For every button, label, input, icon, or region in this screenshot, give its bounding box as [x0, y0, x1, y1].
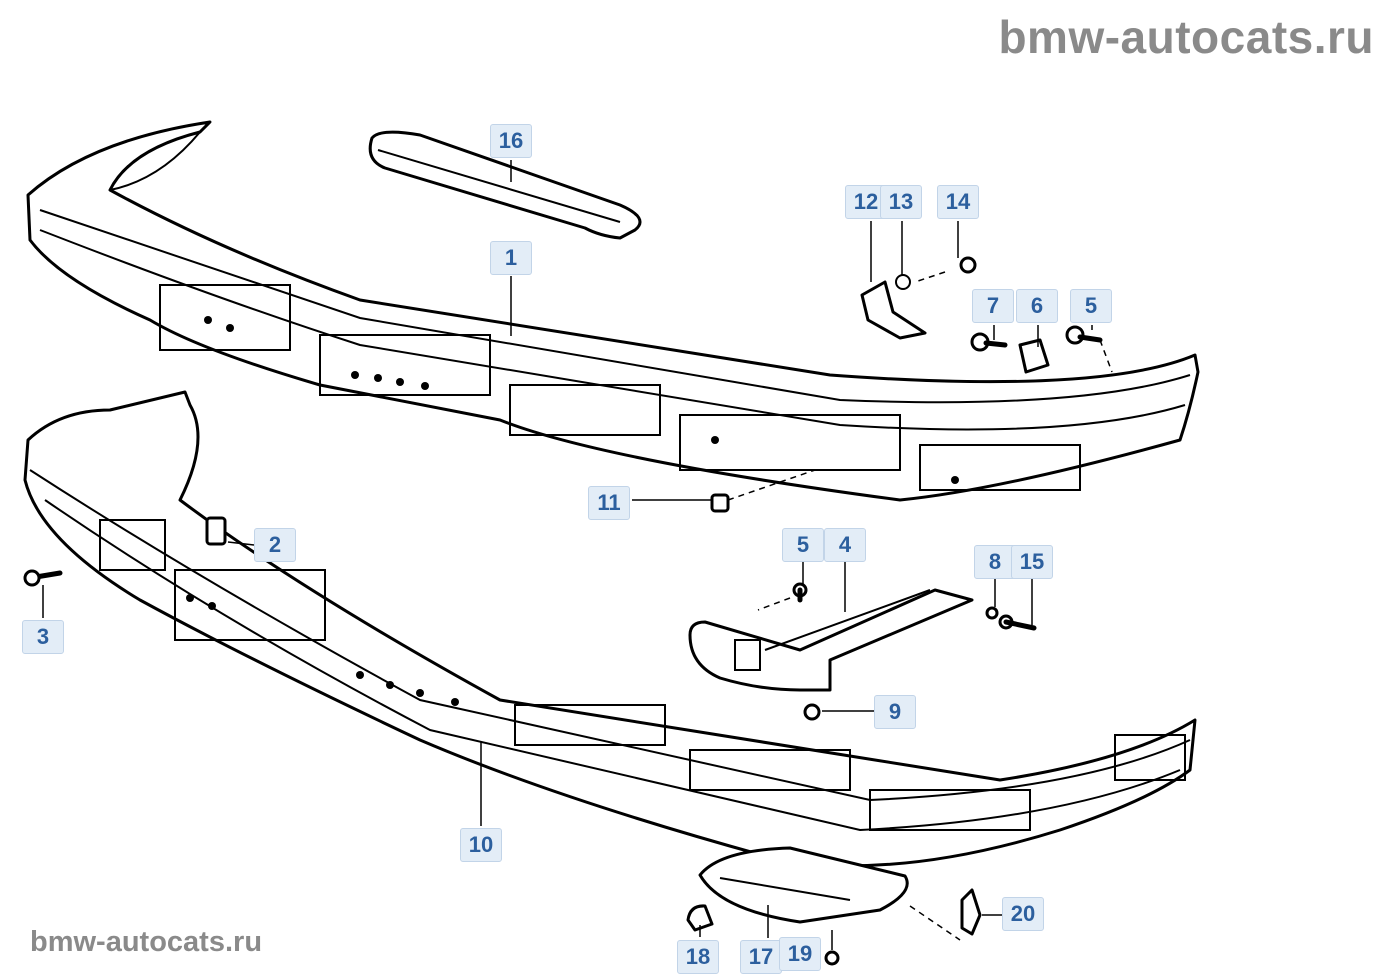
- washer-part-8: [985, 606, 999, 620]
- clip-part-20: [960, 888, 982, 936]
- callout-part-15[interactable]: 15: [1011, 545, 1053, 579]
- callout-part-5-lower[interactable]: 5: [782, 528, 824, 562]
- callout-part-5-upper[interactable]: 5: [1070, 289, 1112, 323]
- bolt-shank-15: [1003, 619, 1037, 631]
- callout-part-3[interactable]: 3: [22, 620, 64, 654]
- clamp-part: [860, 274, 927, 340]
- callout-part-4[interactable]: 4: [824, 528, 866, 562]
- screw-head-3: [23, 569, 41, 587]
- nut-part-14: [959, 256, 977, 274]
- clip-part-6: [1018, 338, 1050, 374]
- callout-part-17[interactable]: 17: [740, 940, 782, 974]
- callout-part-2[interactable]: 2: [254, 528, 296, 562]
- watermark-top: bmw-autocats.ru: [998, 11, 1374, 63]
- clip-part-18: [686, 904, 714, 932]
- callout-part-7[interactable]: 7: [972, 289, 1014, 323]
- callout-part-11[interactable]: 11: [588, 486, 630, 520]
- callout-part-6[interactable]: 6: [1016, 289, 1058, 323]
- nut-part-2: [205, 516, 227, 546]
- callout-part-20[interactable]: 20: [1002, 897, 1044, 931]
- bumper-bar-part: [26, 120, 1200, 502]
- nut-part-9: [803, 703, 821, 721]
- upper-strip-part: [368, 130, 642, 240]
- lower-plate-part: [698, 846, 909, 924]
- leader-lines: [42, 160, 1113, 950]
- screw-head-19: [824, 950, 840, 966]
- callout-part-9[interactable]: 9: [874, 695, 916, 729]
- watermark-bottom: bmw-autocats.ru: [30, 926, 263, 958]
- callout-part-10[interactable]: 10: [460, 828, 502, 862]
- bolt-shank-7: [983, 340, 1008, 348]
- callout-part-8[interactable]: 8: [974, 545, 1016, 579]
- callout-part-19[interactable]: 19: [779, 937, 821, 971]
- callout-part-13[interactable]: 13: [880, 185, 922, 219]
- bumper-cover-part: [23, 390, 1197, 868]
- bracket-part: [688, 588, 974, 692]
- callout-part-16[interactable]: 16: [490, 124, 532, 158]
- callout-part-1[interactable]: 1: [490, 241, 532, 275]
- nut-part-11: [710, 493, 730, 513]
- bolt-shank-5: [1077, 334, 1103, 343]
- callout-part-18[interactable]: 18: [677, 940, 719, 974]
- callout-part-14[interactable]: 14: [937, 185, 979, 219]
